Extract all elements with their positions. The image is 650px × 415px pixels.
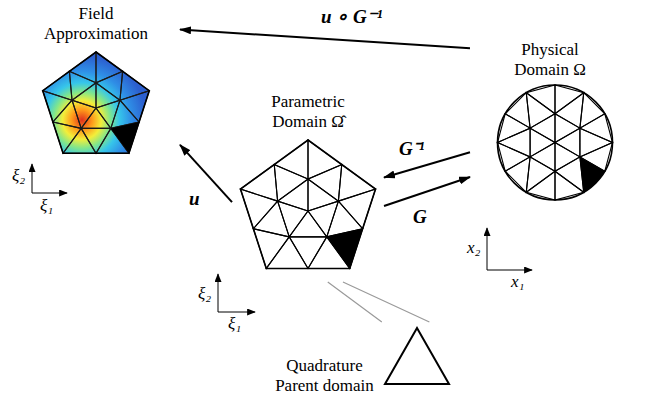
mesh-element xyxy=(289,237,327,269)
mesh-element xyxy=(555,143,580,172)
axis-arrow xyxy=(218,274,219,312)
mesh-element xyxy=(555,114,580,143)
mapping-arrow xyxy=(180,30,470,49)
mesh-element xyxy=(253,201,289,237)
domain-node: Field Approximation xyxy=(12,4,180,164)
mesh-element xyxy=(555,128,580,157)
mesh-element xyxy=(53,122,81,153)
mapping-arrow xyxy=(328,282,430,322)
axis-arrow xyxy=(32,193,67,194)
mesh-element xyxy=(81,108,111,128)
mesh-element xyxy=(327,229,363,269)
mesh-element xyxy=(580,128,613,157)
axis-label: x₂ xyxy=(467,238,480,258)
mesh-element xyxy=(96,71,123,100)
axis-label: ξ₂ xyxy=(198,284,211,304)
map-label: G xyxy=(410,206,430,228)
highlighted-element xyxy=(111,122,139,153)
axis-set xyxy=(32,164,532,312)
mesh-boundary xyxy=(498,85,613,200)
mesh-element xyxy=(266,237,308,269)
domain-node: Physical Domain Ω xyxy=(470,40,630,205)
mesh-element xyxy=(69,52,96,83)
mesh xyxy=(498,85,613,200)
domain-figure xyxy=(470,80,630,205)
mesh-element xyxy=(63,128,96,153)
domain-figure xyxy=(12,44,180,164)
axis-arrow xyxy=(218,312,255,313)
axis-arrow xyxy=(487,270,532,271)
map-label: u xyxy=(186,188,203,210)
domain-node: Quadrature Parent domain xyxy=(272,322,455,396)
mesh-element xyxy=(526,85,555,114)
axis-arrow xyxy=(32,164,33,193)
highlighted-element xyxy=(327,229,363,269)
axis-arrow xyxy=(487,228,488,270)
mesh xyxy=(240,140,375,268)
mesh-element xyxy=(240,165,277,202)
map-label: G⁻¹ xyxy=(396,138,427,160)
mesh-element xyxy=(274,140,308,179)
map-label: u ∘ G⁻¹ xyxy=(318,6,385,28)
domain-title: Physical Domain Ω xyxy=(505,40,595,80)
mesh-element xyxy=(308,165,342,202)
axis-label: ξ₂ xyxy=(12,166,25,186)
parent-triangle xyxy=(385,328,449,384)
mesh-element xyxy=(555,93,584,128)
mesh-element xyxy=(555,171,584,200)
mesh-element xyxy=(274,165,308,202)
mesh-element xyxy=(81,128,111,153)
mesh-element xyxy=(530,128,555,157)
axis-label: ξ₁ xyxy=(40,196,53,216)
mesh-element xyxy=(526,157,555,192)
mesh-boundary xyxy=(43,52,150,153)
axis-label: x₁ xyxy=(511,272,524,292)
domain-node: Parametric Domain Ω̂ xyxy=(232,92,384,282)
domain-figure xyxy=(232,132,384,282)
mesh-element xyxy=(96,52,123,83)
mesh-element xyxy=(530,114,555,143)
mesh-element xyxy=(72,83,96,108)
mesh-element xyxy=(253,229,289,269)
domain-title: Parametric Domain Ω̂ xyxy=(258,92,358,132)
domain-title: Field Approximation xyxy=(31,4,161,44)
mesh-element xyxy=(289,211,327,237)
mesh-element xyxy=(498,128,531,157)
mesh-boundary xyxy=(240,140,375,268)
domain-figure xyxy=(381,322,453,388)
mesh-element xyxy=(278,179,308,211)
mesh-element xyxy=(530,143,555,172)
mesh xyxy=(43,52,150,153)
domain-title: Quadrature Parent domain xyxy=(272,356,377,396)
mesh-element xyxy=(43,71,72,100)
mapping-arrow xyxy=(384,177,470,206)
field-color xyxy=(43,52,150,153)
mesh-element xyxy=(555,85,584,114)
mesh-element xyxy=(308,140,342,179)
axis-label: ξ₁ xyxy=(228,314,241,334)
mesh-element xyxy=(69,71,96,100)
mesh-element xyxy=(526,171,555,200)
mesh-element xyxy=(53,100,81,128)
